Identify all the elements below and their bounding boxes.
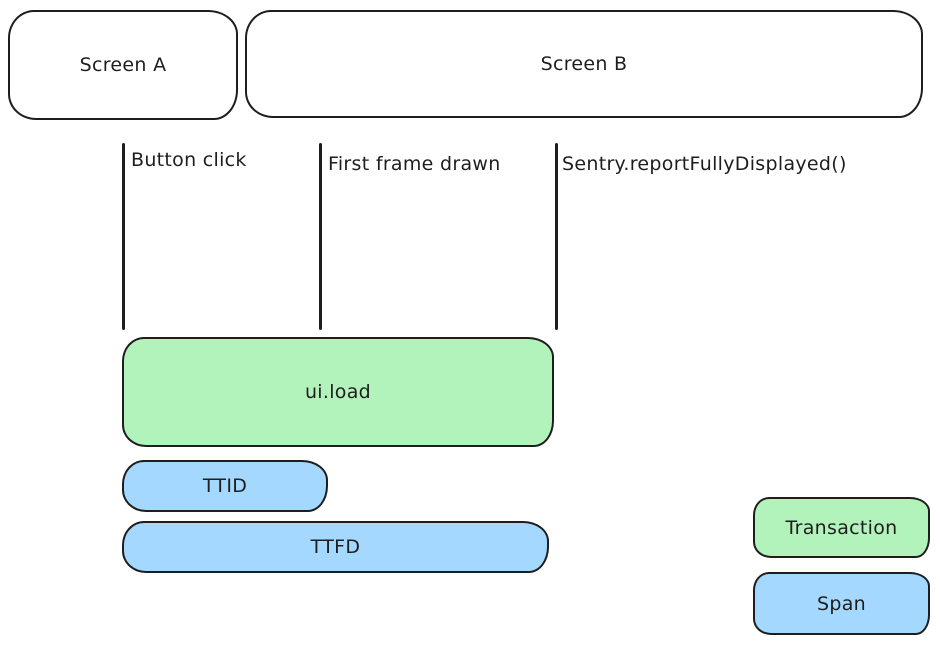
report-fully-displayed-event-line [555, 143, 558, 330]
legend-transaction-label: Transaction [785, 516, 898, 539]
screen-a-box: Screen A [8, 10, 238, 120]
first-frame-drawn-label: First frame drawn [328, 153, 501, 175]
ttfd-span-bar: TTFD [122, 521, 549, 573]
screen-b-label: Screen B [540, 53, 628, 75]
legend-transaction: Transaction [753, 497, 930, 558]
report-fully-displayed-label: Sentry.reportFullyDisplayed() [562, 153, 847, 175]
legend-span: Span [753, 572, 930, 635]
button-click-label: Button click [131, 149, 247, 171]
ttfd-label: TTFD [310, 536, 361, 558]
screen-a-label: Screen A [79, 54, 167, 76]
ttid-span-bar: TTID [122, 460, 328, 512]
button-click-event-line [122, 143, 125, 330]
ui-load-transaction-bar: ui.load [122, 337, 554, 447]
first-frame-drawn-event-line [319, 143, 322, 330]
legend-span-label: Span [816, 592, 866, 615]
ttid-label: TTID [202, 475, 248, 497]
screen-b-box: Screen B [245, 10, 923, 118]
ui-load-label: ui.load [304, 381, 372, 403]
